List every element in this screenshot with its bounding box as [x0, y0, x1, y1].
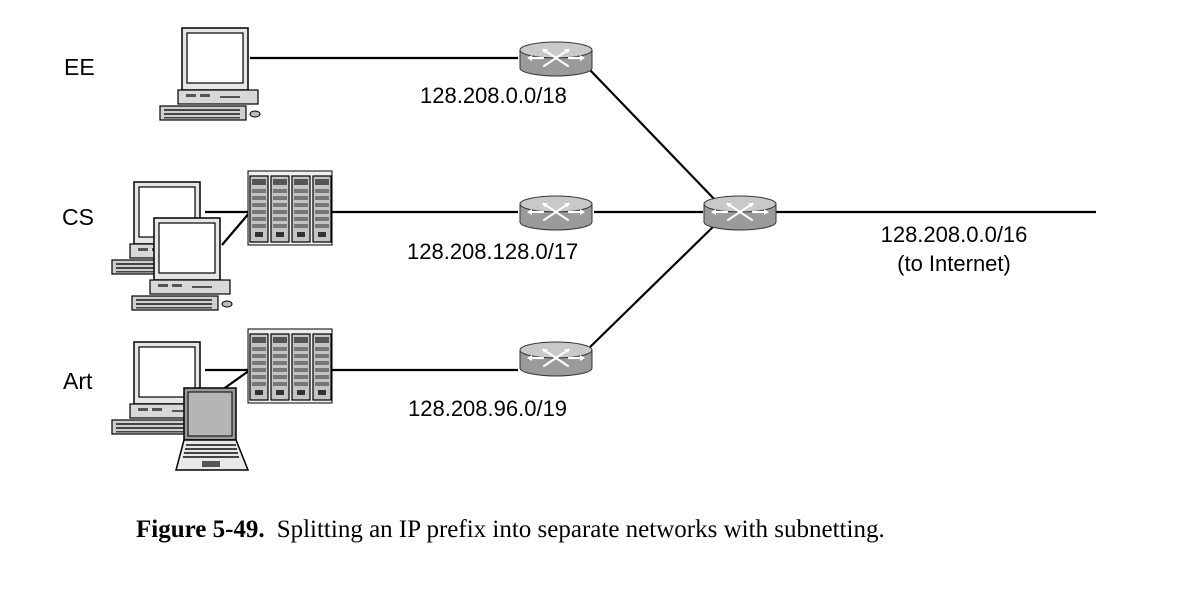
server-rack-icon	[248, 329, 332, 403]
caption-number: Figure 5-49.	[136, 516, 265, 543]
subnet-label-art: 128.208.96.0/19	[408, 396, 567, 421]
server-rack-icon	[248, 171, 332, 245]
router-icon	[518, 194, 594, 232]
cs-host2-link	[221, 211, 251, 246]
router-icon	[518, 40, 594, 78]
dept-label-cs: CS	[62, 204, 94, 230]
subnet-label-cs: 128.208.128.0/17	[407, 239, 578, 264]
laptop-icon	[175, 387, 249, 471]
router-icon	[518, 340, 594, 378]
dept-label-ee: EE	[64, 54, 95, 80]
subnet-label-ee: 128.208.0.0/18	[420, 83, 567, 108]
desktop-computer-icon	[159, 27, 261, 121]
figure-caption: Figure 5-49. Splitting an IP prefix into…	[136, 516, 885, 543]
dept-label-art: Art	[63, 368, 93, 394]
uplink-prefix-label: 128.208.0.0/16	[881, 222, 1028, 247]
caption-text: Splitting an IP prefix into separate net…	[277, 516, 885, 543]
uplink-note-label: (to Internet)	[897, 251, 1011, 276]
art-to-core-link	[586, 221, 719, 351]
ee-to-core-link	[589, 69, 719, 204]
router-icon	[702, 194, 778, 232]
